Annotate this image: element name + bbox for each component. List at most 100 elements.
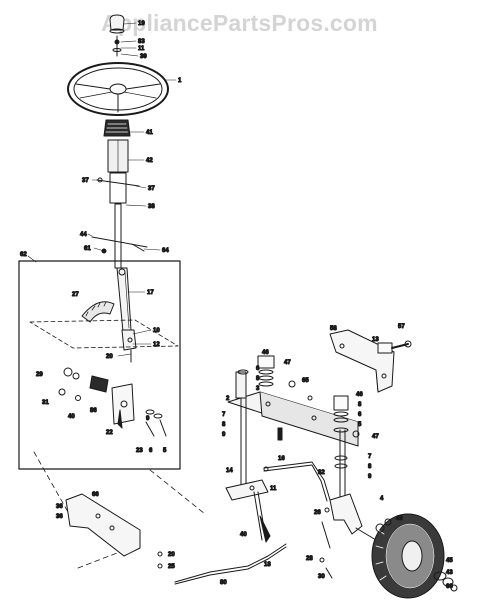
callout-20: 20 [168, 552, 175, 558]
callout-46: 46 [262, 350, 269, 356]
callout-26: 26 [314, 510, 321, 516]
callout-61: 61 [84, 246, 91, 252]
callout-20: 20 [106, 354, 113, 360]
lower-left-bracket [65, 493, 163, 569]
dashed-leader-left [33, 451, 69, 513]
steering-bracket [111, 383, 135, 429]
callout-28: 28 [306, 556, 313, 562]
callout-66: 66 [92, 492, 99, 498]
steering-wheel [67, 62, 169, 116]
callout-17: 17 [147, 290, 154, 296]
steering-arm-left [225, 479, 271, 543]
callout-8: 8 [368, 464, 372, 470]
spindle-stack-left [257, 355, 275, 387]
callout-43: 43 [396, 516, 403, 522]
tie-rod [263, 461, 331, 502]
callout-4: 4 [380, 496, 384, 502]
callout-38: 38 [148, 204, 155, 210]
right-hardware [277, 380, 360, 579]
callout-43: 43 [446, 570, 453, 576]
callout-39: 39 [140, 54, 147, 60]
callout-23: 23 [136, 448, 143, 454]
callout-8: 8 [256, 376, 260, 382]
front-axle [227, 391, 359, 447]
callout-9: 9 [368, 474, 372, 480]
sector-gear [81, 301, 115, 323]
callout-3: 3 [256, 386, 260, 392]
callout-40: 40 [240, 532, 247, 538]
callout-30: 30 [318, 574, 325, 580]
callout-83: 83 [138, 39, 145, 45]
callout-5: 5 [358, 422, 362, 428]
watermark-text: AppliancePartsPros.com [101, 10, 378, 36]
callout-7: 7 [222, 412, 226, 418]
callout-32: 32 [318, 470, 325, 476]
callout-11: 11 [270, 486, 277, 492]
callout-7: 7 [368, 454, 372, 460]
callout-36: 36 [56, 504, 63, 510]
bracket-hardware [145, 409, 167, 437]
dashed-leader-mid [149, 469, 206, 515]
steering-cap [109, 14, 125, 34]
callout-9: 9 [222, 432, 226, 438]
callout-31: 31 [42, 400, 49, 406]
callout-12: 12 [153, 342, 160, 348]
callout-37: 37 [82, 178, 89, 184]
spindle-right [333, 395, 349, 501]
callout-86: 86 [90, 408, 97, 414]
bolt-and-bushing [377, 340, 412, 354]
mounting-plane [29, 319, 179, 349]
callout-13: 13 [372, 337, 379, 343]
callout-22: 22 [106, 430, 113, 436]
callout-6: 6 [149, 448, 153, 454]
spindle-left [235, 369, 249, 489]
front-wheel [371, 513, 454, 599]
callout-42: 42 [146, 158, 153, 164]
callout-44: 44 [80, 232, 87, 238]
callout-5: 5 [163, 448, 167, 454]
callout-66: 66 [446, 584, 453, 590]
detail-box [18, 260, 181, 470]
callout-leaders [27, 22, 177, 357]
callout-62: 62 [20, 252, 27, 258]
callout-46: 46 [356, 392, 363, 398]
retainer-dot [114, 39, 120, 45]
callout-6: 6 [256, 366, 260, 372]
steering-tube [96, 139, 140, 204]
callout-10: 10 [153, 328, 160, 334]
wheel-hardware [375, 518, 458, 592]
callout-45: 45 [446, 558, 453, 564]
callout-2: 2 [226, 396, 230, 402]
callout-57: 57 [398, 324, 405, 330]
callout-14: 14 [226, 468, 233, 474]
callout-64: 64 [162, 248, 169, 254]
washer [112, 48, 122, 52]
steering-shaft [91, 203, 148, 269]
callout-36: 36 [56, 514, 63, 520]
callout-16: 16 [278, 456, 285, 462]
callout-58: 58 [330, 326, 337, 332]
callout-80: 80 [220, 580, 227, 586]
callout-19: 19 [138, 21, 145, 27]
callout-40: 40 [68, 414, 75, 420]
drag-link [174, 543, 287, 585]
spindle-arm-right [329, 493, 377, 541]
callout-18: 18 [264, 562, 271, 568]
callout-25: 25 [168, 564, 175, 570]
bearing-and-bushing [58, 367, 109, 401]
callout-8: 8 [358, 402, 362, 408]
callout-6: 6 [358, 412, 362, 418]
callout-37: 37 [148, 186, 155, 192]
callout-8: 8 [222, 422, 226, 428]
callout-27: 27 [72, 292, 79, 298]
steering-gear [103, 119, 131, 137]
callout-47: 47 [284, 360, 291, 366]
callout-11: 11 [138, 46, 145, 52]
pitman-arm [121, 329, 137, 363]
callout-9: 9 [146, 416, 150, 422]
callout-41: 41 [146, 130, 153, 136]
callout-1: 1 [178, 78, 182, 84]
callout-47: 47 [372, 434, 379, 440]
right-bracket [329, 329, 395, 393]
